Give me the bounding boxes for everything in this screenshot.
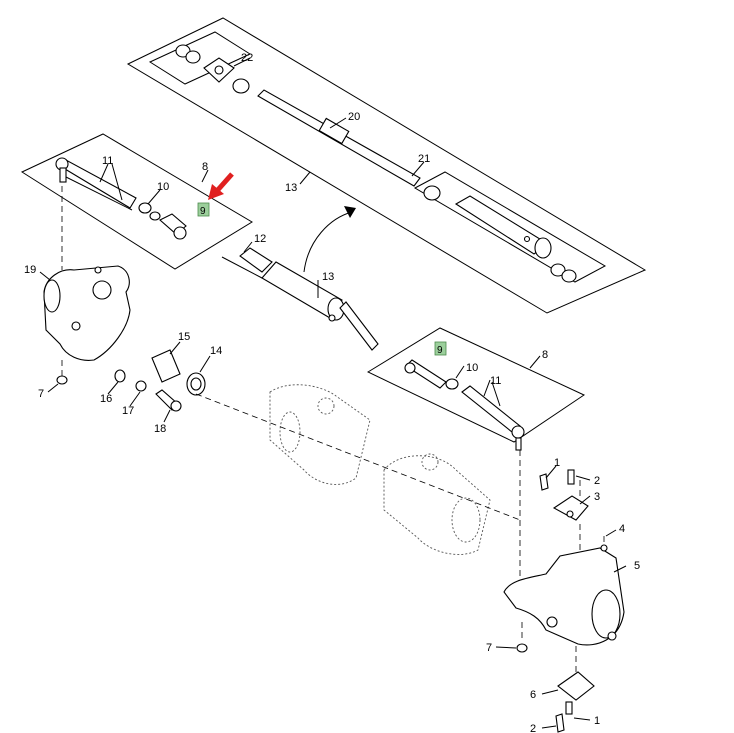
callout-9-right: 9 [437, 345, 443, 356]
left-tie-rod-box [20, 133, 253, 270]
callout-21: 21 [418, 153, 430, 165]
callout-19: 19 [24, 264, 36, 276]
callout-14: 14 [210, 345, 222, 357]
callout-1-bottom: 1 [594, 715, 600, 727]
assembly-lines [61, 186, 605, 672]
pivot-parts-14-18 [114, 349, 206, 412]
callout-labels: 22 20 21 13 8 11 10 9 12 13 19 15 14 16 … [24, 52, 640, 733]
callout-11-right: 11 [490, 375, 501, 387]
callout-15: 15 [178, 331, 190, 343]
leader-lines [39, 57, 627, 729]
callout-10-left: 10 [157, 181, 169, 193]
steering-cylinder-13 [221, 206, 379, 351]
callout-8-left: 8 [202, 161, 208, 173]
callout-9-left: 9 [200, 206, 206, 217]
red-pointer-arrow-icon [208, 172, 234, 200]
callout-22: 22 [241, 52, 253, 64]
axle-housing-ghost [269, 384, 491, 555]
callout-13-top: 13 [285, 182, 297, 194]
callout-12: 12 [254, 233, 266, 245]
callout-2-bottom: 2 [530, 723, 536, 733]
callout-16: 16 [100, 393, 112, 405]
part-9-highlight-right [434, 341, 447, 356]
callout-20: 20 [348, 111, 360, 123]
callout-7-right: 7 [486, 642, 492, 654]
callout-18: 18 [154, 423, 166, 435]
callout-5: 5 [634, 560, 640, 572]
callout-17: 17 [122, 405, 134, 417]
callout-3: 3 [594, 491, 600, 503]
part-9-highlight-left [197, 202, 210, 217]
callout-2-top: 2 [594, 475, 600, 487]
callout-4: 4 [619, 523, 625, 535]
callout-10-right: 10 [466, 362, 478, 374]
callout-7-left: 7 [38, 388, 44, 400]
cylinder-detail-inset [126, 17, 647, 314]
callout-8-right: 8 [542, 349, 548, 361]
callout-13-main: 13 [322, 271, 334, 283]
left-steering-knuckle-19 [43, 265, 131, 385]
callout-1-top: 1 [554, 457, 560, 469]
right-steering-knuckle-5 [503, 469, 625, 733]
callout-6: 6 [530, 689, 536, 701]
right-tie-rod-box [366, 327, 586, 451]
callout-11-left: 11 [102, 155, 113, 167]
